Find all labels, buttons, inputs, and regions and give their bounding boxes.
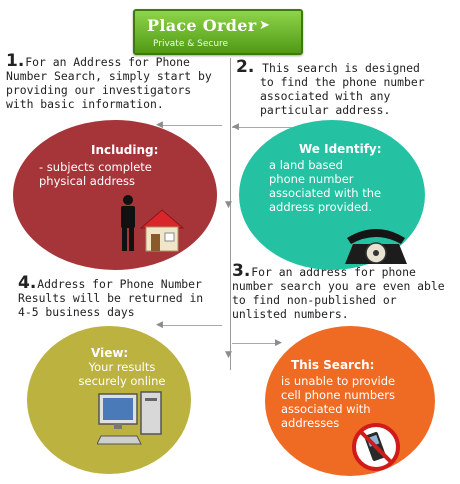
step-text-line: Address for Phone Number bbox=[37, 277, 202, 291]
step-text-line: particular address. bbox=[260, 103, 391, 117]
circle-text-line: Your results bbox=[88, 360, 156, 374]
arrow-right-line-2 bbox=[232, 343, 276, 344]
step-text-line: to find the phone number bbox=[260, 75, 425, 89]
circle-text-line: phone number bbox=[269, 172, 354, 186]
circle-body: - subjects complete physical address bbox=[39, 160, 189, 188]
arrow-left-icon: ◀ bbox=[156, 120, 163, 130]
rotary-phone-icon bbox=[345, 229, 407, 264]
circle-body: Your results securely online bbox=[67, 360, 177, 388]
circle-text-line: is unable to provide bbox=[281, 374, 396, 388]
step-text-line: associated with any bbox=[260, 89, 391, 103]
step-number: 2. bbox=[236, 57, 255, 77]
step-4: 4.Address for Phone Number Results will … bbox=[18, 273, 223, 320]
this-search-circle: This Search: is unable to provide cell p… bbox=[265, 326, 435, 476]
circle-text-line: address provided. bbox=[269, 200, 372, 214]
step-3: 3.For an address for phone number search… bbox=[232, 261, 456, 322]
step-text-line: Number Search, simply start by bbox=[6, 69, 212, 83]
arrow-left-icon: ◀ bbox=[232, 122, 239, 132]
circle-body: a land based phone number associated wit… bbox=[269, 158, 419, 214]
arrow-left-line-1 bbox=[160, 125, 222, 126]
step-text-line: 4-5 business days bbox=[18, 305, 135, 319]
circle-text-line: cell phone numbers bbox=[281, 388, 395, 402]
step-text-line: to find non-published or bbox=[232, 293, 397, 307]
including-circle: Including: - subjects complete physical … bbox=[13, 120, 217, 270]
step-2: 2. This search is designed to find the p… bbox=[236, 57, 456, 118]
circle-text-line: physical address bbox=[39, 174, 135, 188]
step-text-line: with basic information. bbox=[6, 97, 164, 111]
no-cellphone-icon bbox=[352, 423, 400, 471]
arrow-down-icon: ▼ bbox=[225, 200, 232, 210]
circle-text-line: securely online bbox=[78, 374, 166, 388]
step-text-line: This search is designed bbox=[262, 61, 420, 75]
step-text-line: unlisted numbers. bbox=[232, 307, 349, 321]
place-order-subtitle: Private & Secure bbox=[153, 39, 229, 49]
circle-text-line: addresses bbox=[281, 416, 340, 430]
circle-text-line: associated with the bbox=[269, 186, 382, 200]
step-text-line: For an Address for Phone bbox=[25, 55, 190, 69]
person-icon bbox=[121, 195, 135, 251]
step-number: 3. bbox=[232, 261, 251, 281]
center-divider-line bbox=[230, 58, 231, 370]
step-1: 1.For an Address for Phone Number Search… bbox=[6, 51, 228, 112]
identify-circle: We Identify: a land based phone number a… bbox=[239, 120, 425, 270]
arrow-left-line-2 bbox=[160, 325, 222, 326]
circle-text-line: - subjects complete bbox=[39, 160, 152, 174]
house-icon bbox=[139, 209, 185, 252]
arrow-right-line-1 bbox=[232, 127, 292, 128]
arrow-right-icon: ▶ bbox=[275, 338, 282, 348]
step-text-line: number search you are even able bbox=[232, 279, 445, 293]
circle-title: We Identify: bbox=[299, 142, 382, 156]
step-text-line: Results will be returned in bbox=[18, 291, 204, 305]
step-text-line: For an address for phone bbox=[251, 265, 416, 279]
circle-text-line: associated with bbox=[281, 402, 371, 416]
circle-title: View: bbox=[91, 346, 129, 360]
computer-icon bbox=[97, 391, 162, 445]
circle-body: is unable to provide cell phone numbers … bbox=[281, 374, 431, 430]
circle-text-line: a land based bbox=[269, 158, 343, 172]
step-text-line: providing our investigators bbox=[6, 83, 192, 97]
place-order-label: Place Order bbox=[147, 16, 257, 35]
circle-title: Including: bbox=[91, 143, 159, 157]
step-number: 4. bbox=[18, 273, 37, 293]
view-circle: View: Your results securely online bbox=[27, 326, 191, 474]
step-number: 1. bbox=[6, 51, 25, 71]
arrow-down-icon: ▼ bbox=[225, 350, 232, 360]
circle-title: This Search: bbox=[291, 358, 375, 372]
place-order-button[interactable]: Place Order ➤ Private & Secure bbox=[133, 9, 303, 55]
arrow-left-icon: ◀ bbox=[156, 320, 163, 330]
arrow-right-icon: ➤ bbox=[259, 18, 270, 33]
